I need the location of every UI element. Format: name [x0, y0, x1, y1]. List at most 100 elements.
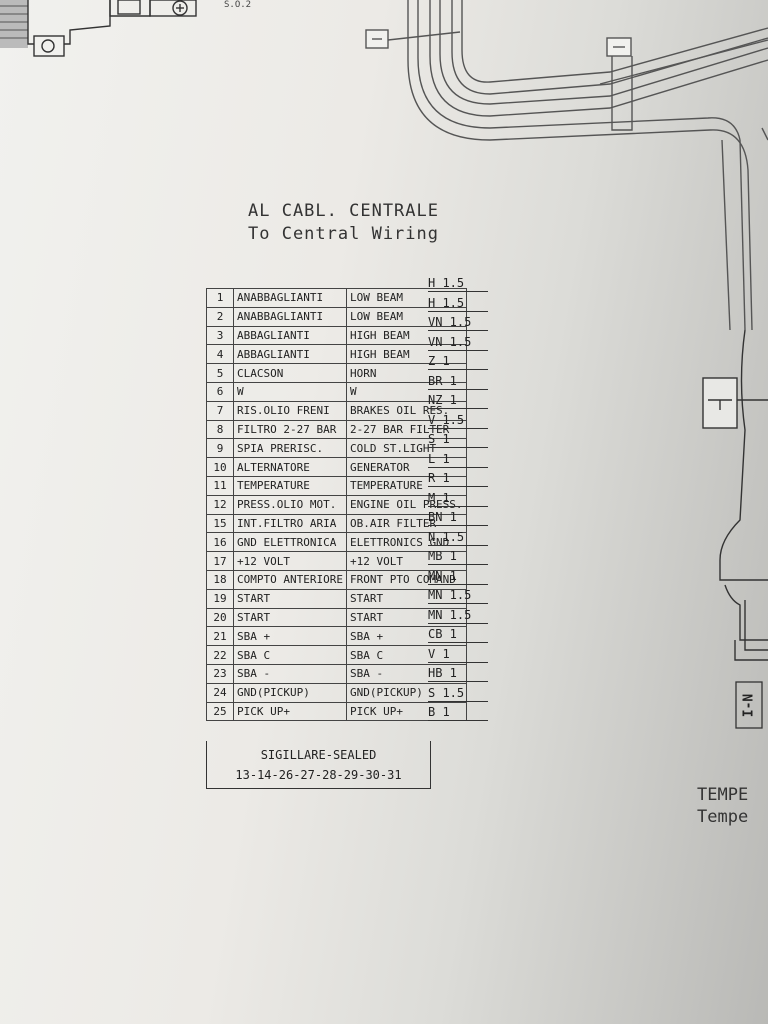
pin-cell-pin: 24: [206, 682, 234, 703]
corner-label: S.O.2: [224, 0, 252, 10]
pin-cell-it: COMPTO ANTERIORE: [233, 569, 347, 590]
sealed-label: SIGILLARE-SEALED: [260, 748, 377, 762]
wire-code: Z 1: [428, 354, 488, 370]
pin-cell-pin: 6: [206, 381, 234, 402]
right-connector: [702, 329, 768, 661]
wire-code: B 1: [428, 705, 488, 721]
pin-cell-pin: 1: [206, 288, 234, 308]
pin-cell-it: SBA C: [233, 645, 347, 665]
wire-code: L 1: [428, 452, 488, 468]
wire-code: V 1.5: [428, 413, 488, 429]
pin-cell-it: +12 VOLT: [233, 551, 347, 571]
wire-code: S 1.5: [428, 686, 488, 702]
pin-cell-pin: 16: [206, 532, 234, 553]
pin-cell-pin: 12: [206, 494, 234, 515]
pin-cell-pin: 11: [206, 475, 234, 496]
sealed-pins: 13-14-26-27-28-29-30-31: [235, 768, 402, 782]
tag-box: [735, 681, 763, 729]
pin-cell-pin: 15: [206, 513, 234, 534]
pin-cell-pin: 19: [206, 588, 234, 609]
pin-cell-pin: 20: [206, 607, 234, 628]
pin-cell-it: GND ELETTRONICA: [233, 532, 347, 553]
wire-code: NZ 1: [428, 393, 488, 409]
pin-cell-it: PRESS.OLIO MOT.: [233, 494, 347, 515]
pin-cell-pin: 22: [206, 645, 234, 665]
wire-code: BN 1: [428, 510, 488, 526]
pin-cell-it: CLACSON: [233, 363, 347, 383]
wire-code: H 1.5: [428, 276, 488, 292]
wire-code: BR 1: [428, 374, 488, 390]
pin-cell-pin: 7: [206, 400, 234, 421]
pin-cell-en: SBA -: [345, 663, 467, 684]
heading: AL CABL. CENTRALE To Central Wiring: [248, 200, 439, 246]
pin-cell-it: ABBAGLIANTI: [233, 325, 347, 346]
wire-code: N 1.5: [428, 530, 488, 546]
pin-cell-it: ANABBAGLIANTI: [233, 288, 347, 308]
cut-label-line2: Tempe: [697, 807, 749, 827]
wire-code: MN 1.5: [428, 588, 488, 604]
pin-cell-it: ALTERNATORE: [233, 457, 347, 477]
pin-cell-pin: 8: [206, 419, 234, 440]
pin-cell-pin: 25: [206, 701, 234, 722]
pin-cell-pin: 4: [206, 344, 234, 365]
pin-cell-it: SBA +: [233, 626, 347, 647]
pin-cell-pin: 10: [206, 457, 234, 477]
tag-label: I-N: [741, 693, 757, 718]
pin-cell-en: +12 VOLT: [345, 551, 467, 571]
pin-cell-it: ANABBAGLIANTI: [233, 306, 347, 327]
pin-cell-pin: 3: [206, 325, 234, 346]
pin-cell-it: START: [233, 588, 347, 609]
pin-cell-pin: 5: [206, 363, 234, 383]
wire-code: HB 1: [428, 666, 488, 682]
pin-cell-it: FILTRO 2-27 BAR: [233, 419, 347, 440]
pin-cell-pin: 9: [206, 438, 234, 459]
pin-cell-en: PICK UP+: [345, 701, 467, 722]
pin-cell-it: GND(PICKUP): [233, 682, 347, 703]
pin-cell-it: PICK UP+: [233, 701, 347, 722]
wire-code: VN 1.5: [428, 335, 488, 351]
wire-code: H 1.5: [428, 296, 488, 312]
pin-cell-pin: 23: [206, 663, 234, 684]
pin-cell-it: RIS.OLIO FRENI: [233, 400, 347, 421]
wire-code: M 1: [428, 491, 488, 507]
pin-cell-it: INT.FILTRO ARIA: [233, 513, 347, 534]
wire-code: CB 1: [428, 627, 488, 643]
pin-cell-en: HIGH BEAM: [345, 344, 467, 365]
pin-cell-pin: 18: [206, 569, 234, 590]
heading-english: To Central Wiring: [248, 224, 439, 244]
wire-code: MN 1: [428, 569, 488, 585]
table-row: 17+12 VOLT+12 VOLT: [206, 551, 467, 571]
wire-code: VN 1.5: [428, 315, 488, 331]
pin-cell-it: W: [233, 381, 347, 402]
wire-code: S 1: [428, 432, 488, 448]
wire-code: MN 1.5: [428, 608, 488, 624]
pin-cell-en: COLD ST.LIGHT: [345, 438, 467, 459]
wire-code: V 1: [428, 647, 488, 663]
wire-code: MB 1: [428, 549, 488, 565]
pin-cell-en: OB.AIR FILTER: [345, 513, 467, 534]
pin-cell-pin: 2: [206, 306, 234, 327]
cable-bundle: [365, 0, 768, 331]
heading-italian: AL CABL. CENTRALE: [248, 201, 439, 221]
pin-cell-it: SBA -: [233, 663, 347, 684]
pin-cell-pin: 21: [206, 626, 234, 647]
pin-cell-it: ABBAGLIANTI: [233, 344, 347, 365]
pin-cell-it: START: [233, 607, 347, 628]
pin-cell-it: TEMPERATURE: [233, 475, 347, 496]
pin-cell-pin: 17: [206, 551, 234, 571]
pin-cell-en: BRAKES OIL RES.: [345, 400, 467, 421]
connector-fragment: [0, 0, 197, 57]
